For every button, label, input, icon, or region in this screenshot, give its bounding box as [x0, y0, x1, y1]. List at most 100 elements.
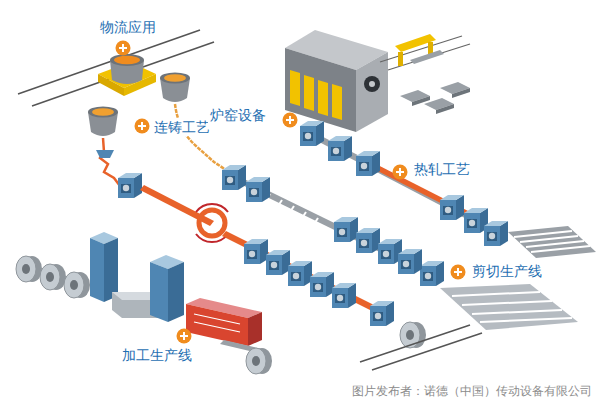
shear-conveyor-part — [514, 231, 572, 237]
cooling-bed-part — [452, 292, 540, 296]
plus-icon-part — [135, 119, 150, 134]
caster-line-part — [222, 165, 246, 190]
crane-and-slabs-part — [410, 50, 444, 64]
hot-rolling-line-part — [440, 195, 464, 220]
cooling-bed-part — [440, 284, 578, 330]
casting-ladle-part — [160, 73, 190, 84]
ladle-car-part — [110, 54, 144, 66]
finishing-line-part — [222, 231, 390, 318]
caster-line-part — [118, 173, 142, 198]
label-holder: 热轧工艺 — [412, 160, 472, 178]
label-holder: 加工生产线 — [120, 346, 194, 364]
section-label: 炉窑设备 — [208, 106, 268, 124]
processing-line-part — [168, 262, 184, 322]
label-holder: 剪切生产线 — [470, 262, 544, 280]
hot-rolling-line-part — [300, 128, 486, 226]
reheating-furnace — [285, 30, 388, 132]
processing-line-part — [150, 262, 168, 322]
finishing-line-part — [372, 333, 482, 370]
finishing-line-part — [244, 239, 268, 264]
casting-ladle-part — [92, 108, 114, 116]
caster-line-part — [276, 200, 282, 209]
reheating-furnace-part — [369, 81, 375, 87]
shear-conveyor-part — [526, 241, 584, 247]
processing-line-part — [194, 322, 240, 332]
caster-line-part — [246, 177, 270, 202]
section-label: 热轧工艺 — [412, 160, 472, 178]
processing-line-part — [90, 238, 104, 302]
section-label: 物流应用 — [98, 18, 158, 36]
processing-line-part — [16, 256, 42, 282]
cooling-bed-part — [480, 318, 572, 322]
finishing-line-part — [332, 283, 356, 308]
section-label: 加工生产线 — [120, 346, 194, 364]
plus-icon-part — [283, 113, 298, 128]
plus-icon-part — [116, 41, 131, 56]
reheating-furnace-part — [290, 70, 300, 106]
reheating-furnace-part — [332, 84, 342, 120]
plus-icon-part — [451, 265, 466, 280]
finishing-line-part — [360, 325, 470, 362]
crane-and-slabs-part — [452, 88, 470, 98]
plus-icon-part — [177, 329, 192, 344]
crane-and-slabs-part — [436, 104, 454, 114]
finishing-line-part — [288, 261, 312, 286]
shear-conveyor-part — [508, 226, 596, 258]
caster-line-part — [199, 210, 225, 236]
label-holder: 图片发布者：诺德（中国）传动设备有限公司 — [350, 381, 594, 399]
reheating-furnace-part — [356, 52, 388, 132]
shear-conveyor-part — [520, 236, 578, 242]
ladle-car — [98, 54, 156, 96]
finishing-line-part — [370, 301, 394, 326]
section-label: 连铸工艺 — [152, 118, 212, 136]
reheating-furnace-part — [318, 80, 328, 116]
hot-rolling-line-part — [356, 151, 380, 176]
processing-line-part — [40, 264, 66, 290]
casting-ladle — [88, 107, 120, 187]
crane-and-slabs — [380, 34, 470, 114]
caster-line-part — [196, 204, 228, 212]
processing-line-part — [248, 312, 262, 346]
reheating-furnace-part — [304, 75, 314, 111]
label-holder: 物流应用 — [98, 18, 158, 36]
finishing-line-part — [310, 272, 334, 297]
casting-ladle-part — [164, 74, 186, 82]
hot-rolling-line-part — [484, 221, 508, 246]
casting-ladle-part — [100, 138, 120, 186]
reheating-furnace-part — [364, 76, 380, 92]
watermark: 图片发布者：诺德（中国）传动设备有限公司 — [350, 383, 594, 399]
caster-line-part — [312, 218, 318, 227]
rail-track — [18, 30, 214, 106]
processing-line — [16, 232, 272, 374]
cooling-bed-part — [420, 261, 444, 286]
caster-line-part — [398, 249, 422, 274]
casting-ladle-part — [96, 150, 114, 158]
plus-icon-part — [393, 165, 408, 180]
caster-line-part — [288, 206, 294, 215]
processing-line-part — [194, 314, 240, 324]
label-holder: 炉窑设备 — [208, 106, 268, 124]
casting-ladle-part — [88, 107, 118, 118]
shear-conveyor — [508, 226, 596, 258]
caster-line-part — [300, 212, 306, 221]
caster-line-part — [334, 217, 358, 242]
label-holder: 连铸工艺 — [152, 118, 212, 136]
processing-line-part — [186, 304, 248, 346]
cooling-bed-part — [472, 310, 562, 314]
processing-line-part — [64, 272, 90, 298]
ladle-car-part — [114, 56, 140, 64]
hot-rolling-line-part — [328, 136, 352, 161]
cooling-bed-part — [462, 301, 552, 305]
processing-line-part — [246, 348, 272, 374]
finishing-line-part — [266, 250, 290, 275]
cooling-bed — [420, 261, 578, 330]
section-label: 剪切生产线 — [470, 262, 544, 280]
caster-line — [118, 165, 422, 274]
crane-and-slabs-part — [398, 52, 403, 66]
hot-rolling-line-part — [300, 121, 324, 146]
plus-icon — [116, 41, 466, 344]
shear-conveyor-part — [531, 246, 590, 252]
caster-line-part — [356, 228, 380, 253]
